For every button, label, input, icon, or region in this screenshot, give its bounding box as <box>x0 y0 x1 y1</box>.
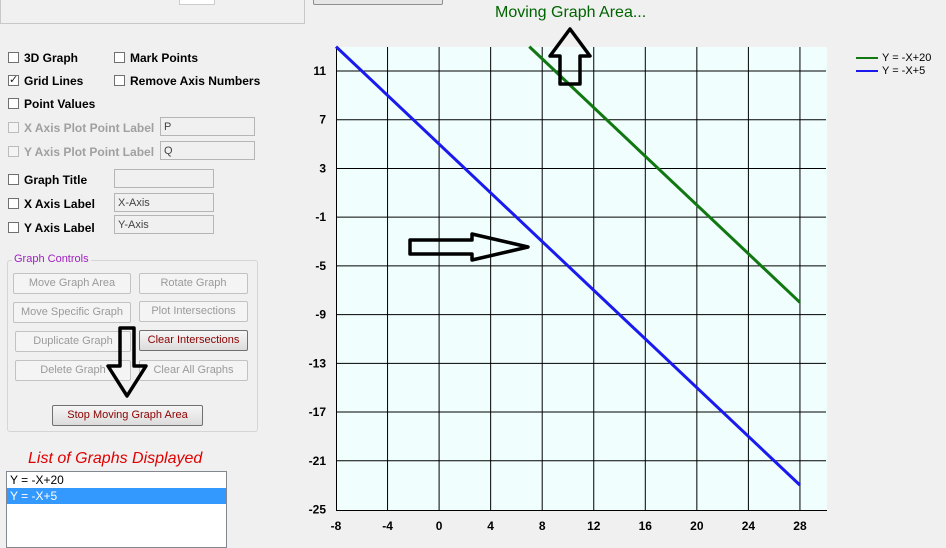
list-item[interactable]: Y = -X+20 <box>10 473 64 487</box>
x-plot-point-label-field[interactable] <box>160 117 255 136</box>
checkbox-point-values[interactable]: Point Values <box>8 96 95 111</box>
checkbox-y-plot-point-label[interactable]: Y Axis Plot Point Label <box>8 144 154 159</box>
checkbox-graph-title-label: Graph Title <box>24 172 88 187</box>
y-tick-label: -13 <box>309 356 327 370</box>
y-tick-label: -5 <box>315 259 326 273</box>
checkbox-y-axis-label[interactable]: Y Axis Label <box>8 220 95 235</box>
x-axis-label-field[interactable] <box>114 193 214 212</box>
checkbox-y-axis-label-label: Y Axis Label <box>24 220 95 235</box>
y-axis-label-field[interactable] <box>114 215 214 234</box>
x-tick-label: 4 <box>487 519 494 533</box>
checkbox-graph-title[interactable]: Graph Title <box>8 172 87 187</box>
y-tick-label: 11 <box>313 64 326 78</box>
top-button-fragment[interactable] <box>313 0 443 5</box>
plot-intersections-button[interactable]: Plot Intersections <box>139 301 248 322</box>
y-tick-label: -1 <box>315 210 326 224</box>
checkbox-x-axis-label-box[interactable] <box>8 198 19 210</box>
checkbox-x-axis-label[interactable]: X Axis Label <box>8 196 95 211</box>
top-panel-fragment <box>0 0 305 24</box>
top-input-fragment[interactable] <box>179 0 215 5</box>
series-line <box>528 45 801 304</box>
legend-label: Y = -X+20 <box>882 51 932 64</box>
checkbox-grid-lines-box[interactable] <box>8 73 19 87</box>
clear-all-graphs-button[interactable]: Clear All Graphs <box>139 360 248 381</box>
checkbox-remove-axis-numbers-box[interactable] <box>114 75 125 87</box>
x-tick-label: 0 <box>436 519 443 533</box>
move-specific-graph-button[interactable]: Move Specific Graph <box>13 302 131 323</box>
x-tick-label: 20 <box>690 519 704 533</box>
checkbox-point-values-box[interactable] <box>8 98 19 110</box>
graph-title-field[interactable] <box>114 169 214 188</box>
x-tick-label: 16 <box>639 519 653 533</box>
rotate-graph-button[interactable]: Rotate Graph <box>139 273 248 294</box>
clear-intersections-button[interactable]: Clear Intersections <box>139 330 248 351</box>
checkbox-x-plot-point-label[interactable]: X Axis Plot Point Label <box>8 120 154 135</box>
checkbox-3d-graph-label: 3D Graph <box>24 50 79 65</box>
graph-controls-title: Graph Controls <box>12 253 91 265</box>
checkbox-y-plot-point-label-label: Y Axis Plot Point Label <box>24 144 155 159</box>
legend-entry: Y = -X+20 <box>856 51 931 64</box>
x-tick-label: -8 <box>331 519 342 533</box>
checkbox-3d-graph[interactable]: 3D Graph <box>8 50 78 65</box>
checkbox-3d-graph-box[interactable] <box>8 52 19 64</box>
y-plot-point-label-field[interactable] <box>160 141 255 160</box>
list-item[interactable]: Y = -X+5 <box>7 488 226 504</box>
checkbox-x-plot-point-label-box[interactable] <box>8 122 19 134</box>
checkbox-grid-lines-label: Grid Lines <box>24 73 84 88</box>
graph-list-title: List of Graphs Displayed <box>28 450 203 467</box>
series-line <box>334 45 801 487</box>
x-tick-label: 28 <box>793 519 807 533</box>
checkbox-remove-axis-numbers-label: Remove Axis Numbers <box>130 73 261 88</box>
checkbox-mark-points-box[interactable] <box>114 52 125 64</box>
y-tick-label: 3 <box>319 161 326 175</box>
legend-entry: Y = -X+5 <box>856 64 931 77</box>
delete-graph-button[interactable]: Delete Graph <box>15 360 131 381</box>
y-tick-label: -25 <box>309 503 327 517</box>
y-tick-label: -9 <box>315 308 326 322</box>
graph-listbox[interactable]: Y = -X+20 Y = -X+5 <box>6 471 227 548</box>
x-tick-label: 8 <box>539 519 546 533</box>
legend-swatch <box>856 56 878 59</box>
legend: Y = -X+20 Y = -X+5 <box>856 51 931 77</box>
checkbox-y-plot-point-label-box[interactable] <box>8 146 19 158</box>
duplicate-graph-button[interactable]: Duplicate Graph <box>15 331 131 352</box>
x-tick-label: 12 <box>587 519 601 533</box>
y-tick-label: -21 <box>309 454 327 468</box>
checkbox-graph-title-box[interactable] <box>8 174 19 186</box>
x-tick-label: -4 <box>382 519 393 533</box>
checkbox-mark-points[interactable]: Mark Points <box>114 50 198 65</box>
graph-controls-group <box>7 260 258 432</box>
legend-label: Y = -X+5 <box>882 64 926 77</box>
up-arrow-icon <box>548 27 592 86</box>
checkbox-point-values-label: Point Values <box>24 96 96 111</box>
right-arrow-icon <box>408 232 530 262</box>
move-graph-area-button[interactable]: Move Graph Area <box>13 273 131 294</box>
y-tick-label: -17 <box>309 405 327 419</box>
stop-moving-graph-area-button[interactable]: Stop Moving Graph Area <box>52 405 203 426</box>
down-arrow-icon <box>106 326 148 398</box>
checkbox-grid-lines[interactable]: Grid Lines <box>8 73 83 88</box>
legend-swatch <box>856 69 878 72</box>
y-tick-label: 7 <box>319 113 326 127</box>
graph-title: Moving Graph Area... <box>495 4 647 21</box>
checkbox-remove-axis-numbers[interactable]: Remove Axis Numbers <box>114 73 260 88</box>
checkbox-x-axis-label-label: X Axis Label <box>24 196 95 211</box>
checkbox-mark-points-label: Mark Points <box>130 50 199 65</box>
checkbox-x-plot-point-label-label: X Axis Plot Point Label <box>24 120 155 135</box>
x-tick-label: 24 <box>742 519 756 533</box>
checkbox-y-axis-label-box[interactable] <box>8 222 19 234</box>
